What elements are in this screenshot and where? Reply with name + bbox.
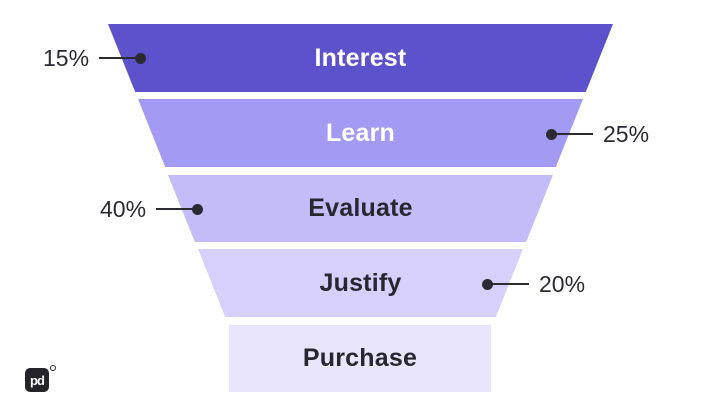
funnel-stage-evaluate: Evaluate [168,175,553,242]
callout-value: 25% [603,120,650,147]
callout-justify-20pct: 20% [482,270,585,298]
callout-dot [192,203,204,215]
funnel-stage-purchase: Purchase [229,325,491,392]
stage-label: Justify [319,268,402,297]
callout-line [491,283,529,285]
callout-learn-25pct: 25% [546,120,649,148]
funnel-stage-justify: Justify [198,249,523,317]
funnel-stage-learn: Learn [138,99,583,167]
callout-value: 20% [539,270,586,297]
callout-interest-15pct: 15% [43,44,147,72]
logo-text: pd [30,372,45,388]
callout-dot [546,128,557,140]
pandadoc-logo: pd [25,368,49,392]
callout-dot [135,52,147,64]
callout-line [555,133,593,135]
callout-value: 40% [100,195,147,222]
callout-value: 15% [43,44,90,71]
funnel-stage-interest: Interest [108,24,613,92]
stage-label: Purchase [302,344,418,372]
callout-line [156,208,195,210]
stage-label: Interest [314,43,407,72]
stage-label: Learn [325,118,396,147]
callout-evaluate-40pct: 40% [100,195,204,223]
callout-line [99,57,138,59]
registered-mark-icon [50,365,56,371]
stage-label: Evaluate [308,194,413,222]
callout-dot [482,278,493,290]
